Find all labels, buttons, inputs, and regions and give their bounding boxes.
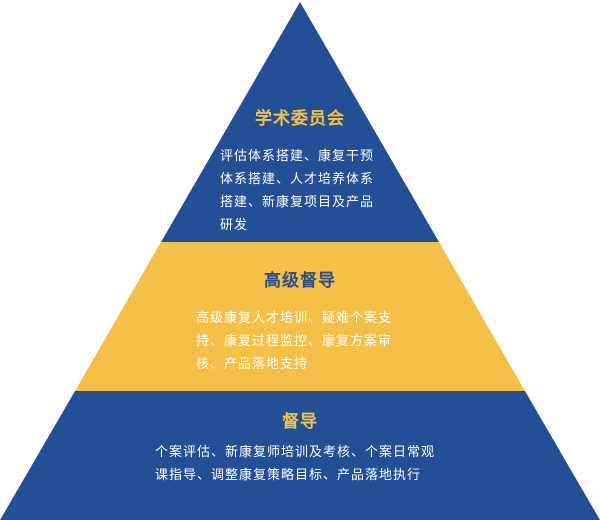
tier-top-description: 评估体系搭建、康复干预 体系搭建、人才培养体系 搭建、新康复项目及产品 研发: [220, 145, 374, 237]
tier-top-line: 搭建、新康复项目及产品: [220, 195, 375, 210]
pyramid-tier-middle: [75, 242, 525, 391]
tier-bottom-line: 课指导、调整康复策略目标、产品落地执行: [155, 468, 422, 483]
tier-bottom-description: 个案评估、新康复师培训及考核、个案日常观 课指导、调整康复策略目标、产品落地执行: [155, 441, 435, 487]
tier-bottom-title: 督导: [282, 412, 318, 432]
tier-bottom-line: 个案评估、新康复师培训及考核、个案日常观: [155, 445, 436, 460]
tier-middle-line: 高级康复人才培训、疑难个案支: [196, 311, 393, 326]
tier-top-line: 评估体系搭建、康复干预: [220, 149, 375, 164]
tier-top-title: 学术委员会: [255, 109, 345, 129]
tier-top-line: 研发: [220, 218, 249, 233]
pyramid-tier-top: [161, 2, 439, 242]
tier-middle-title: 高级督导: [264, 271, 336, 291]
tier-middle-line: 持、康复过程监控、康复方案审: [196, 334, 393, 349]
tier-middle-description: 高级康复人才培训、疑难个案支 持、康复过程监控、康复方案审 核、产品落地支持: [196, 307, 392, 376]
tier-middle-line: 核、产品落地支持: [196, 357, 309, 372]
pyramid-tier-bottom: [0, 391, 600, 520]
tier-top-line: 体系搭建、人才培养体系: [220, 172, 375, 187]
